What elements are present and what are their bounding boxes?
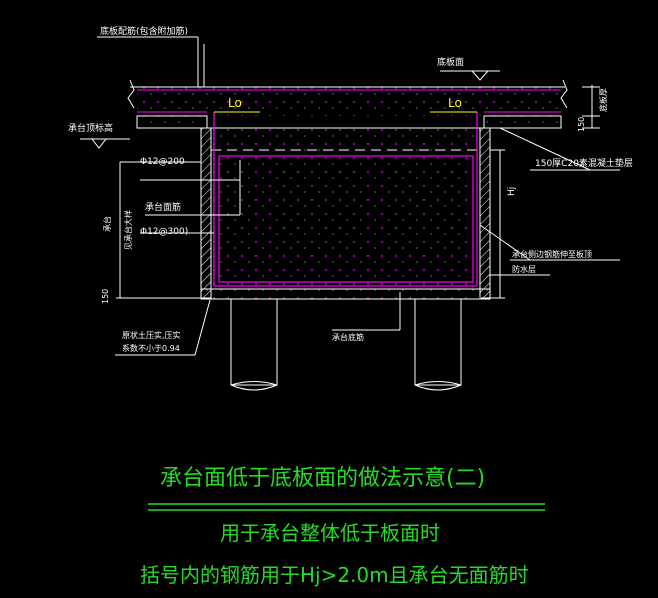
backfill-label-1: 原状土压实,压实 [122,330,181,340]
dim-hj-label: Hj [507,187,517,196]
slab-top-elev-marker [470,70,490,81]
side-note-1: 见承台大样 [123,210,133,250]
dim-150-right: 150 [577,117,586,132]
cap-bottom-bar-label: 承台底筋 [332,332,364,342]
side-note-2: 承台 [102,216,112,232]
pile-cap [200,111,491,300]
waterproof-label: 防水层 [512,264,536,274]
base-slab [127,79,568,117]
bar-phi12-300-label: Φ12@300) [140,227,188,237]
pile-left [230,298,278,391]
note-line-2: 括号内的钢筋用于Hj>2.0m且承台无面筋时 [140,563,529,587]
note-line-1: 用于承台整体低于板面时 [220,521,440,545]
dim-150-left: 150 [101,289,110,304]
backfill-label-2: 系数不小于0.94 [122,343,180,353]
lap-left-label: Lo [228,96,242,110]
cap-top-elev-marker [90,138,108,149]
slab-thickness-label: 底板厚 [598,88,608,112]
cushion-label: 150厚C20素混凝土垫层 [535,157,633,169]
diagram-title: 承台面低于底板面的做法示意(二) [160,466,485,491]
slab-top-label: 底板面 [437,56,464,68]
side-rebar-label: 承台侧边钢筋伸至板顶 [512,249,592,259]
cap-top-elev-label: 承台顶标高 [68,122,113,134]
cap-face-bar-label: 承台面筋 [145,201,181,213]
lap-right-label: Lo [448,96,462,110]
cushion-layer [136,115,562,129]
bar-phi12-200-label: Φ12@200 [140,157,185,167]
leader-lines [97,36,620,356]
top-rebar-note: 底板配筋(包含附加筋) [100,25,188,37]
pile-right [414,298,462,391]
